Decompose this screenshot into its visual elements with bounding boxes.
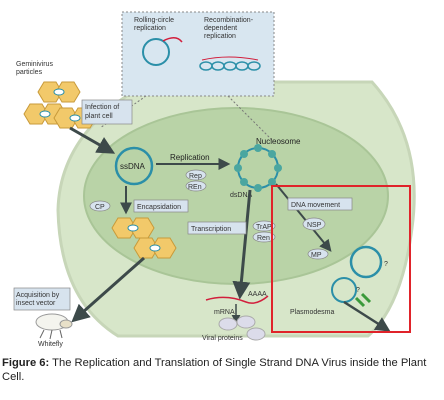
plasmodesma-label: Plasmodesma: [290, 309, 334, 316]
ren2-label: Ren: [257, 235, 270, 242]
recombination-icon: [199, 56, 261, 71]
recombination-label-2: dependent: [204, 25, 237, 32]
nsp-label: NSP: [307, 222, 322, 229]
question-label-2: ?: [356, 287, 360, 294]
new-virion-icon: [111, 217, 177, 259]
mp-label: MP: [311, 252, 322, 259]
mrna-strand: [205, 295, 269, 304]
replication-label: Replication: [170, 153, 210, 162]
geminivirus-label-2: particles: [16, 69, 43, 76]
figure-caption: Figure 6: The Replication and Translatio…: [2, 356, 442, 384]
plasmodesma-icon: [354, 292, 372, 308]
geminivirus-label-1: Geminivirus: [16, 61, 53, 68]
caption-label: Figure 6:: [2, 357, 50, 369]
whitefly-label: Whitefly: [38, 341, 63, 348]
ren-label: REn: [188, 184, 202, 191]
viral-proteins-icon: [218, 315, 266, 341]
dna-movement-label: DNA movement: [291, 202, 340, 209]
ssdna-circle: [114, 146, 154, 186]
caption-text: The Replication and Translation of Singl…: [2, 357, 427, 383]
infection-label-1: Infection of: [85, 104, 119, 111]
recombination-label-3: replication: [204, 33, 236, 40]
dsdna-label: dsDNA: [230, 192, 253, 199]
nucleosome-icon: [234, 144, 282, 192]
virus-lifecycle-diagram: Rolling-circle replication Recombination…: [13, 11, 416, 348]
acquisition-label-2: insect vector: [16, 300, 56, 307]
moving-dna-large: [349, 245, 383, 279]
transcription-label: Transcription: [191, 226, 231, 233]
highlight-box: [271, 185, 411, 333]
infection-label-2: plant cell: [85, 113, 113, 120]
rolling-circle-label-2: replication: [134, 25, 166, 32]
rep-label: Rep: [189, 173, 202, 180]
encapsidation-label: Encapsidation: [137, 204, 181, 211]
aaaa-label: AAAA: [248, 291, 267, 298]
viral-proteins-label: Viral proteins: [202, 335, 243, 342]
rolling-circle-icon: [142, 37, 183, 66]
question-label-1: ?: [384, 261, 388, 268]
mrna-label: mRNA: [214, 309, 235, 316]
whitefly-icon: [35, 313, 73, 340]
ssdna-label: ssDNA: [120, 162, 146, 171]
recombination-label-1: Recombination-: [204, 17, 254, 24]
cp-label: CP: [95, 204, 105, 211]
trap-label: TrAP: [256, 224, 272, 231]
rolling-circle-label-1: Rolling-circle: [134, 17, 174, 24]
replication-inset: [121, 11, 275, 97]
acquisition-label-1: Acquisition by: [16, 292, 60, 299]
nucleosome-label: Nucleosome: [256, 137, 301, 146]
